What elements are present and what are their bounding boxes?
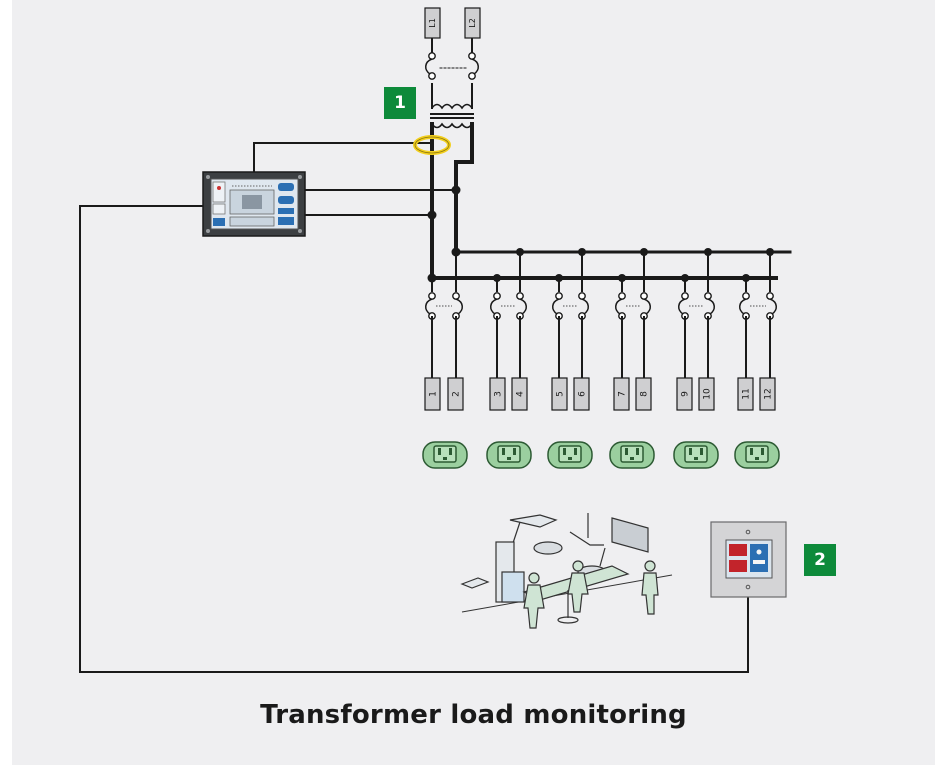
circuit-fuses: 1 2 3 4 5 6 7 8 9 10 11 12 <box>424 377 776 411</box>
circuit-number: 9 <box>681 391 691 397</box>
receptacle-icon <box>609 441 655 469</box>
breaker-icon <box>578 252 590 378</box>
isolation-monitor-icon <box>202 171 306 237</box>
circuit-number: 11 <box>742 388 752 399</box>
breaker-icon <box>551 278 563 378</box>
receptacle-icon <box>673 441 719 469</box>
supply-fuse-l2: L2 <box>464 7 481 39</box>
circuit-fuse: 5 <box>551 377 568 411</box>
receptacle-icon <box>547 441 593 469</box>
circuit-number: 2 <box>452 391 462 397</box>
circuit-fuse: 9 <box>676 377 693 411</box>
breaker-icon <box>424 278 436 378</box>
bus-junctions <box>427 185 774 283</box>
supply-fuse-label: L1 <box>428 18 437 28</box>
circuit-fuse: 7 <box>613 377 630 411</box>
circuit-fuse: 4 <box>511 377 528 411</box>
breaker-icon <box>489 278 501 378</box>
circuit-fuse: 1 <box>424 377 441 411</box>
breaker-icon <box>516 252 528 378</box>
breaker-icon <box>640 252 652 378</box>
breaker-icon <box>704 252 716 378</box>
branch-breakers <box>424 252 778 378</box>
circuit-fuse: 6 <box>573 377 590 411</box>
circuit-fuse: 2 <box>447 377 464 411</box>
circuit-number: 10 <box>703 388 713 400</box>
circuit-fuse: 8 <box>635 377 652 411</box>
receptacle-icon <box>734 441 780 469</box>
callout-badge-1: 1 <box>384 87 416 119</box>
circuit-number: 7 <box>618 391 628 397</box>
diagram-caption: Transformer load monitoring <box>260 700 687 730</box>
supply-fuse-label: L2 <box>468 18 477 28</box>
circuit-number: 1 <box>429 391 439 397</box>
breaker-icon <box>677 278 689 378</box>
callout-badge-2: 2 <box>804 544 836 576</box>
circuit-fuse: 11 <box>737 377 754 411</box>
circuit-number: 6 <box>578 391 588 397</box>
circuit-number: 4 <box>516 391 526 397</box>
circuit-number: 12 <box>764 388 774 399</box>
wiring <box>79 37 792 673</box>
circuit-fuse: 12 <box>759 377 776 411</box>
circuit-number: 8 <box>640 391 650 397</box>
breaker-icon <box>766 252 778 378</box>
breaker-icon <box>614 278 626 378</box>
breaker-icon <box>738 278 750 378</box>
receptacle-icon <box>422 441 468 469</box>
transformer-icon <box>430 103 474 129</box>
supply-fuse-l1: L1 <box>424 7 441 39</box>
circuit-fuse: 10 <box>698 377 715 411</box>
receptacle-icon <box>486 441 532 469</box>
remote-indicator-icon <box>710 521 787 598</box>
current-sensor-icon <box>413 135 451 155</box>
circuit-number: 3 <box>494 391 504 397</box>
circuit-number: 5 <box>556 391 566 397</box>
receptacles <box>422 441 780 469</box>
circuit-fuse: 3 <box>489 377 506 411</box>
breaker-icon <box>452 252 464 378</box>
operating-room-icon <box>460 513 673 629</box>
primary-breaker-icon <box>424 52 480 80</box>
